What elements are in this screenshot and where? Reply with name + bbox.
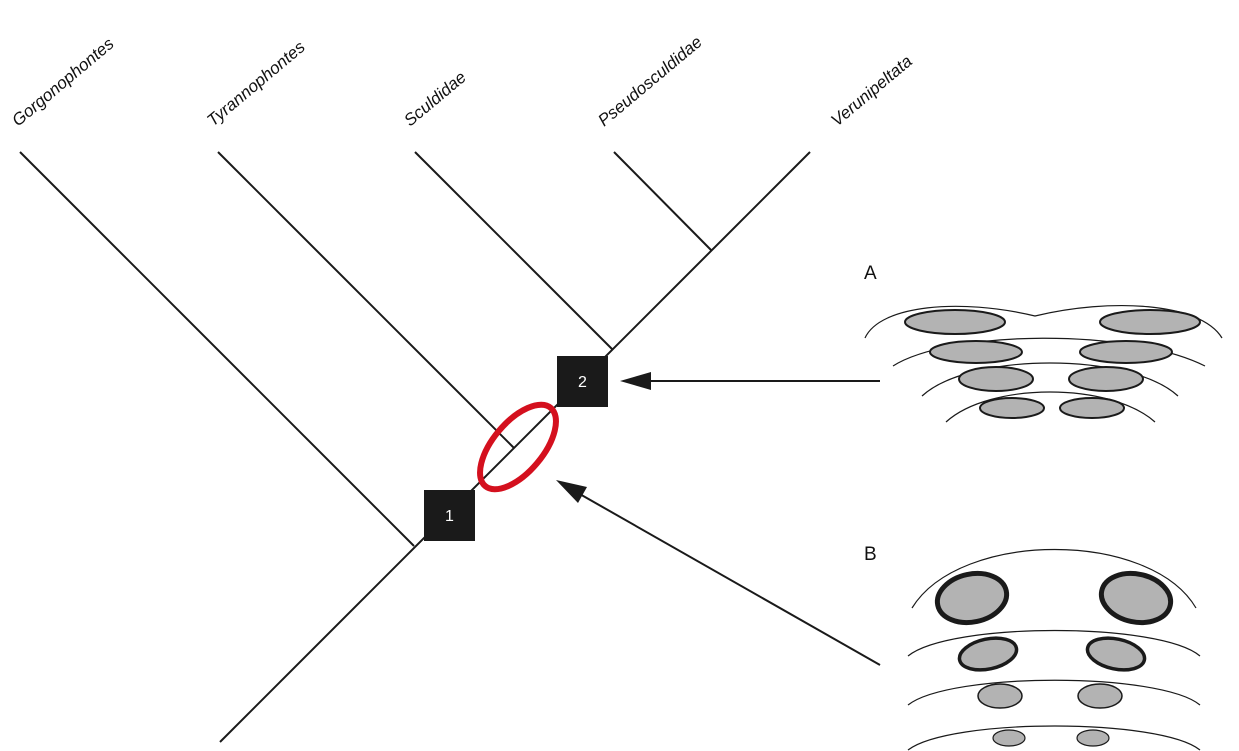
branch-sculdidae [414,151,614,351]
panel-b-spot-3-left [977,683,1023,709]
panel-b: B [864,544,1201,751]
taxon-sculdidae: Sculdidae [400,68,469,131]
panel-a-spot-3-right [1068,366,1144,392]
node-box-2 [557,356,608,407]
branch-gorgonophontes [19,151,415,547]
panel-b-spot-2-left [957,636,1019,672]
arrow-b-shaft [577,492,881,666]
highlight-ellipse [477,401,559,493]
panel-b-spot-1-left [934,570,1010,626]
trunk [219,151,811,743]
panel-b-spot-4-right [1076,729,1110,747]
panel-b-spot-4-left [992,729,1026,747]
panel-label-a: A [864,263,877,284]
panel-a-spot-4-left [979,397,1045,419]
panel-a-spot-1-right [1099,309,1201,335]
taxon-gorgonophontes: Gorgonophontes [8,34,118,130]
arrow-b-head [556,480,587,503]
panel-a-arc-3 [921,362,1179,397]
arrow-b [556,480,881,666]
node-box-1 [424,490,475,541]
cladogram-branches [19,151,811,743]
node-marker-2: 2 [557,356,608,407]
panel-a: A [864,263,1223,423]
node-label-2: 2 [578,374,587,391]
panel-b-arc-4 [907,725,1201,751]
panel-a-spot-2-right [1079,340,1173,364]
node-marker-1: 1 [424,490,475,541]
panel-label-b: B [864,544,877,565]
arrow-a [620,372,880,390]
panel-b-arc-1 [911,548,1197,609]
node-label-1: 1 [445,508,454,525]
panel-a-spot-2-left [929,340,1023,364]
panel-b-spot-1-right [1098,570,1174,626]
taxon-verunipeltata: Verunipeltata [827,52,915,131]
taxon-labels: Gorgonophontes Tyrannophontes Sculdidae … [8,32,915,130]
panel-b-arc-3 [907,679,1201,706]
panel-a-spot-1-left [904,309,1006,335]
taxon-pseudosculdidae: Pseudosculdidae [594,32,705,130]
panel-a-spot-3-left [958,366,1034,392]
panel-a-spot-4-right [1059,397,1125,419]
branch-pseudosculdidae [613,151,712,251]
branch-tyrannophontes [217,151,515,449]
panel-b-spot-3-right [1077,683,1123,709]
panel-a-arc-4 [945,391,1156,423]
taxon-tyrannophontes: Tyrannophontes [203,37,309,130]
panel-b-spot-2-right [1085,636,1147,672]
panel-b-arc-2 [907,629,1201,657]
arrow-a-head [620,372,651,390]
